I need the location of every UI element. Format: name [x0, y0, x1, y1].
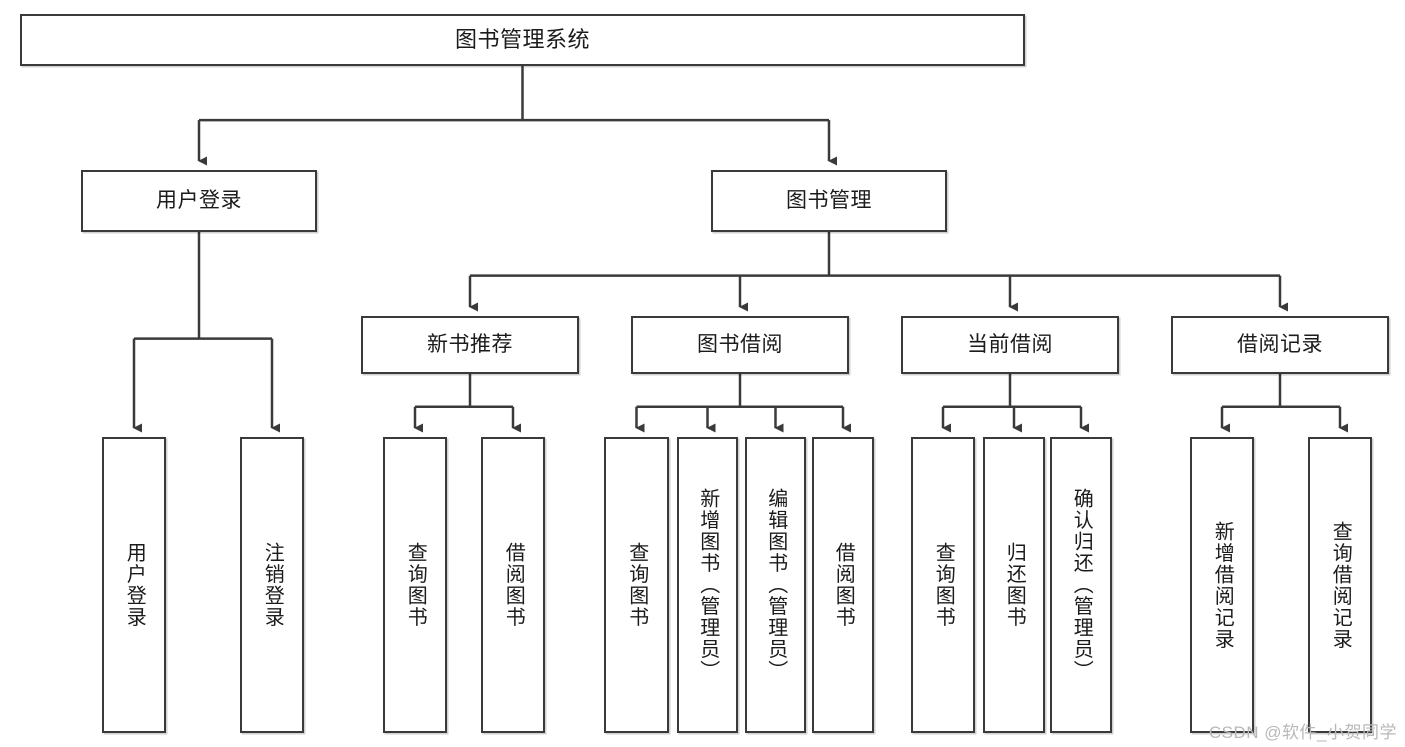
node-l10[interactable]: 归还图书	[983, 437, 1045, 733]
node-root[interactable]: 图书管理系统	[20, 14, 1025, 66]
node-l4[interactable]: 借阅图书	[481, 437, 545, 733]
node-l6[interactable]: 新增图书（管理员）	[677, 437, 738, 733]
node-label: 查询图书	[932, 542, 955, 628]
node-label: 新书推荐	[427, 332, 513, 356]
node-label: 图书管理系统	[454, 27, 590, 53]
node-label: 借阅记录	[1237, 332, 1323, 356]
node-newbook[interactable]: 新书推荐	[361, 316, 579, 374]
node-label: 查询借阅记录	[1329, 520, 1352, 650]
node-label: 查询图书	[404, 542, 427, 628]
node-label: 确认归还（管理员）	[1070, 488, 1093, 682]
node-label: 新增借阅记录	[1211, 520, 1234, 650]
node-label: 借阅图书	[502, 542, 525, 628]
csdn-watermark: CSDN @软件_小贺同学	[1208, 723, 1397, 742]
node-l13[interactable]: 查询借阅记录	[1308, 437, 1372, 733]
node-label: 借阅图书	[832, 542, 855, 628]
node-l2[interactable]: 注销登录	[240, 437, 304, 733]
node-login[interactable]: 用户登录	[81, 170, 317, 232]
node-label: 当前借阅	[967, 332, 1053, 356]
node-l9[interactable]: 查询图书	[911, 437, 975, 733]
node-l8[interactable]: 借阅图书	[812, 437, 874, 733]
node-l12[interactable]: 新增借阅记录	[1190, 437, 1254, 733]
node-l11[interactable]: 确认归还（管理员）	[1050, 437, 1112, 733]
node-l1[interactable]: 用户登录	[102, 437, 166, 733]
node-label: 用户登录	[156, 188, 242, 212]
node-borrow[interactable]: 图书借阅	[631, 316, 849, 374]
node-current[interactable]: 当前借阅	[901, 316, 1119, 374]
node-label: 图书管理	[786, 188, 872, 212]
node-label: 图书借阅	[697, 332, 783, 356]
node-label: 查询图书	[625, 542, 648, 628]
node-label: 新增图书（管理员）	[696, 488, 719, 682]
node-bookmgmt[interactable]: 图书管理	[711, 170, 947, 232]
node-l7[interactable]: 编辑图书（管理员）	[745, 437, 806, 733]
node-label: 归还图书	[1003, 542, 1026, 628]
node-l3[interactable]: 查询图书	[383, 437, 447, 733]
node-label: 注销登录	[261, 542, 284, 628]
node-records[interactable]: 借阅记录	[1171, 316, 1389, 374]
node-l5[interactable]: 查询图书	[604, 437, 669, 733]
node-label: 编辑图书（管理员）	[764, 488, 787, 682]
node-label: 用户登录	[123, 542, 146, 628]
